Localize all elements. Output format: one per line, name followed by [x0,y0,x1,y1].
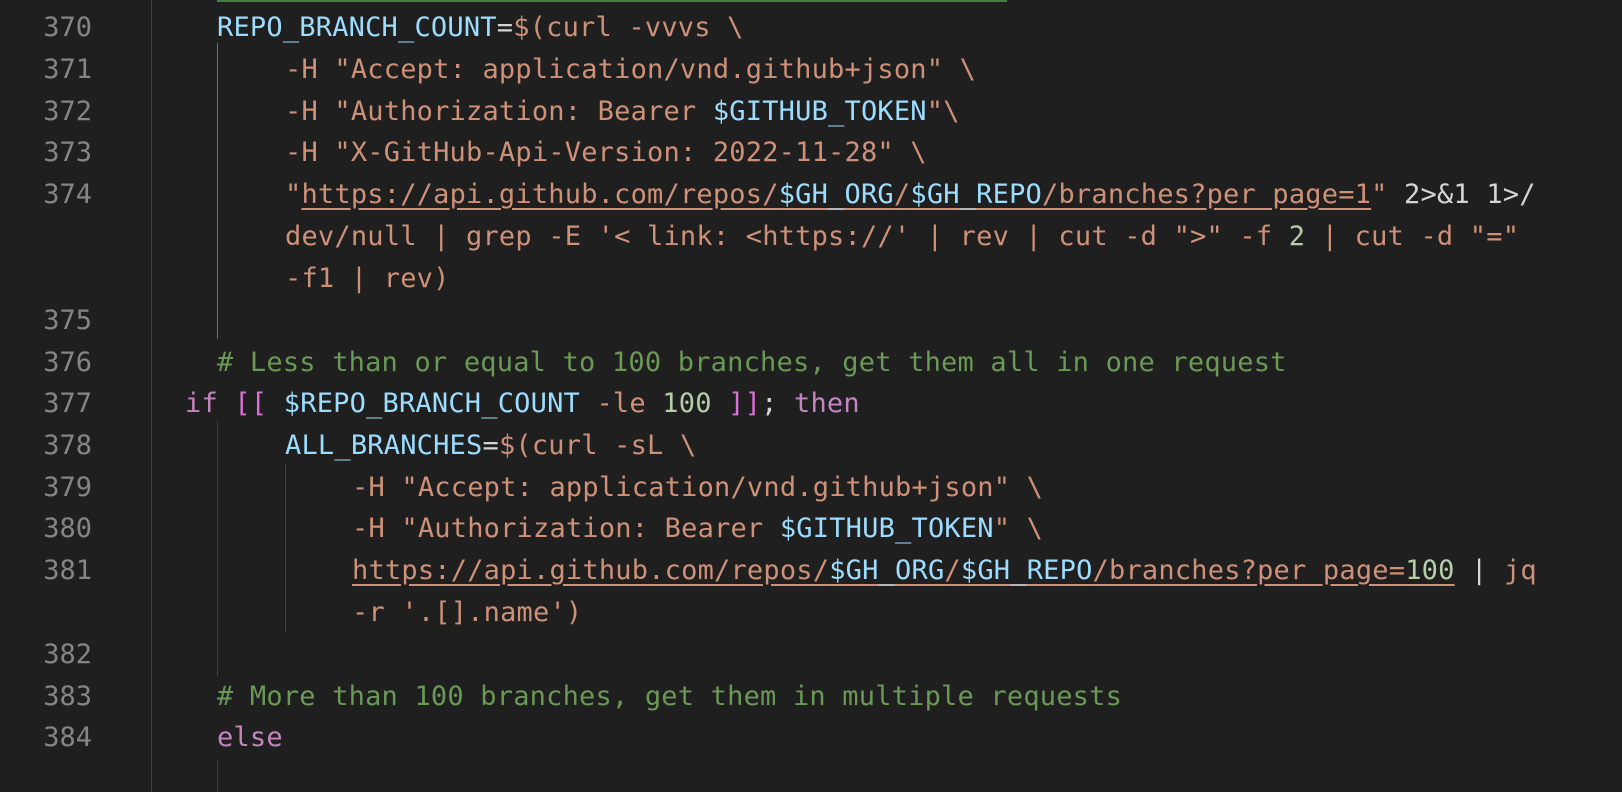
line-number: 378 [43,430,92,461]
code-line[interactable]: if [[ $REPO_BRANCH_COUNT -le 100 ]]; the… [185,382,860,425]
code-line[interactable]: ALL_BRANCHES=$(curl -sL \ [285,424,696,467]
code-token: | cut -d "=" [1305,221,1520,252]
code-line[interactable]: -H "X-GitHub-Api-Version: 2022-11-28" \ [285,131,927,174]
line-number: 384 [43,722,92,753]
code-token: 2 [1288,221,1306,252]
code-token: $(curl -sL \ [498,430,697,461]
code-token [712,388,728,419]
code-token: -H "Accept: application/vnd.github+json"… [285,54,977,85]
code-token: -r '.[].name') [352,597,583,628]
code-token: # Less than or equal to 100 branches, ge… [217,347,1287,378]
line-number: 382 [43,639,92,670]
line-number: 372 [43,96,92,127]
code-token: $GITHUB_TOKEN [779,513,994,544]
code-token: $GH_REPO [960,555,1093,586]
code-token: else [217,722,283,753]
indent-guide [151,0,152,792]
code-line[interactable]: -f1 | rev) [285,257,450,300]
code-token: $GH_REPO [910,179,1043,210]
code-line[interactable]: -r '.[].name') [352,591,582,634]
code-line[interactable]: # Less than or equal to 100 branches, ge… [217,341,1287,384]
line-number: 377 [43,388,92,419]
code-token: if [185,388,218,419]
code-token: $GITHUB_TOKEN [712,96,927,127]
code-token: 2>&1 1>/ [1387,179,1536,210]
line-number-gutter: 370 371 372 373 374 375 376 377 378 379 380 381 382 3… [0,0,110,792]
code-line[interactable]: -H "Accept: application/vnd.github+json"… [352,466,1043,509]
line-number: 373 [43,137,92,168]
line-number: 379 [43,472,92,503]
code-token: [[ [234,388,268,419]
code-token [267,388,283,419]
code-line[interactable]: -H "Authorization: Bearer $GITHUB_TOKEN"… [352,507,1043,550]
code-token: https://api.github.com/repos/ [301,179,779,210]
code-token: -H "X-GitHub-Api-Version: 2022-11-28" \ [285,137,927,168]
code-line[interactable]: dev/null | grep -E '< link: <https://' |… [285,215,1519,258]
code-token: | [1454,555,1504,586]
line-number: 380 [43,513,92,544]
code-token: ]] [728,388,762,419]
code-token: / [944,555,961,586]
code-line[interactable]: -H "Authorization: Bearer $GITHUB_TOKEN"… [285,90,960,133]
code-line[interactable]: "https://api.github.com/repos/$GH_ORG/$G… [285,173,1536,216]
line-number: 374 [43,179,92,210]
code-token: = [482,430,499,461]
code-line[interactable]: else [217,716,283,759]
line-number: 381 [43,555,92,586]
code-token: -H "Accept: application/vnd.github+json"… [352,472,1044,503]
indent-guide [285,464,286,632]
code-token: $REPO_BRANCH_COUNT [283,388,580,419]
code-token: " [285,179,302,210]
code-line[interactable]: REPO_BRANCH_COUNT=$(curl -vvvs \ [217,6,744,49]
indent-guide-active [217,43,218,339]
line-number: 375 [43,305,92,336]
code-line[interactable]: https://api.github.com/repos/$GH_ORG/$GH… [352,549,1537,592]
indent-guide [217,421,218,676]
code-line[interactable]: -H "Accept: application/vnd.github+json"… [285,48,976,91]
code-token: / [893,179,911,210]
line-number: 376 [43,347,92,378]
code-token: -H "Authorization: Bearer [352,513,780,544]
code-token [646,388,662,419]
code-token: # More than 100 branches, get them in mu… [217,681,1123,712]
indent-guide [217,760,218,792]
code-token: $GH_ORG [829,555,945,586]
code-token: -le [596,388,646,419]
code-token: = [496,12,514,43]
code-token: "\ [926,96,960,127]
code-token: ALL_BRANCHES [285,430,483,461]
code-token: 100 [662,388,712,419]
code-token: " [1371,179,1388,210]
code-token: /branches?per_page= [1092,555,1406,586]
code-token: 100 [1405,555,1455,586]
code-token: -f1 | rev) [285,263,450,294]
code-token [218,388,234,419]
code-token: REPO_BRANCH_COUNT [217,12,497,43]
code-token: dev/null | grep -E '< link: <https://' |… [285,221,1289,252]
code-token: $(curl -vvvs \ [513,12,744,43]
line-number: 371 [43,54,92,85]
code-token: -H "Authorization: Bearer [285,96,713,127]
code-token: then [793,388,860,419]
code-token: ; [761,388,794,419]
bracket-match-highlight [217,0,1007,2]
code-token [580,388,596,419]
code-token: $GH_ORG [778,179,894,210]
line-number: 370 [43,12,92,43]
code-token: jq [1503,555,1537,586]
code-token: https://api.github.com/repos/ [352,555,830,586]
code-token: /branches?per_page=1 [1042,179,1372,210]
line-number: 383 [43,681,92,712]
code-token: " \ [993,513,1044,544]
code-line[interactable]: # More than 100 branches, get them in mu… [217,675,1122,718]
